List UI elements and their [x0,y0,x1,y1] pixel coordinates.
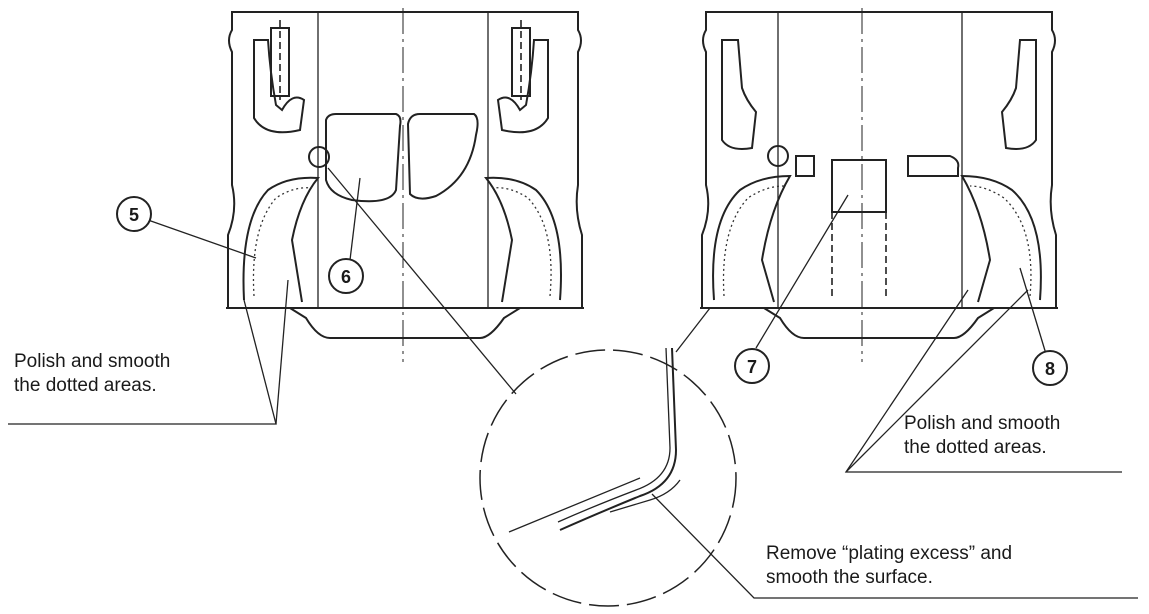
right-part-view [700,8,1058,362]
callout-8-label: 8 [1045,359,1055,379]
left-polish-note-line1: Polish and smooth [14,351,171,372]
left-polish-note: Polish and smooth the dotted areas. [14,350,170,398]
leader-lines [8,167,1138,599]
plating-note-line2: smooth the surface. [766,567,933,588]
left-polish-note-line2: the dotted areas. [14,375,157,396]
plating-note-line1: Remove “plating excess” and [766,543,1013,564]
left-part-view [226,8,584,362]
callout-8: 8 [1032,350,1068,386]
callout-5-label: 5 [129,205,139,225]
plating-note: Remove “plating excess” and smooth the s… [766,542,1012,590]
callout-6-label: 6 [341,267,351,287]
right-polish-note-line2: the dotted areas. [904,437,1047,458]
detail-view [479,307,737,607]
callout-7-label: 7 [747,357,757,377]
callout-7: 7 [734,348,770,384]
right-polish-note-line1: Polish and smooth [904,413,1061,434]
right-polish-note: Polish and smooth the dotted areas. [904,412,1060,460]
callout-5: 5 [116,196,152,232]
callout-6: 6 [328,258,364,294]
